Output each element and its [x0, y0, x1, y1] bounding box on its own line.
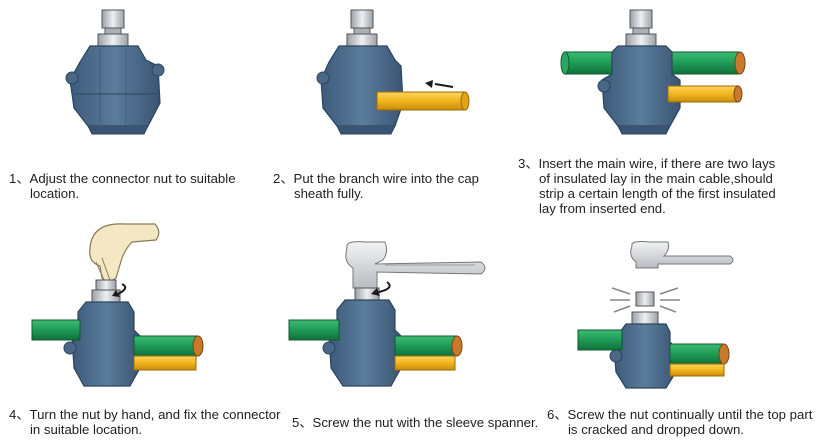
step2-caption: 2、Put the branch wire into the cap sheat… — [273, 171, 479, 201]
arrow-icon — [425, 80, 454, 88]
step-text-line: Put the branch wire into the cap — [293, 171, 479, 186]
step-text-line: is cracked and dropped down. — [568, 422, 744, 437]
arrow-icon — [112, 283, 127, 297]
step-text-line: in suitable location. — [30, 422, 143, 437]
main-wire-icon — [31, 319, 204, 357]
hand-icon — [89, 223, 160, 282]
step-text-line: strip a certain length of the first insu… — [539, 186, 776, 201]
branch-wire-icon — [376, 91, 470, 111]
step-number: 2、 — [273, 171, 294, 186]
step5-illustration — [288, 241, 486, 387]
step3-caption: 3、Insert the main wire, if there are two… — [518, 156, 776, 216]
step3-illustration — [560, 9, 746, 135]
branch-wire-icon — [667, 85, 743, 103]
connector-icon — [65, 9, 165, 135]
step-text-line: Screw the nut continually until the top … — [567, 407, 813, 422]
main-wire-icon — [577, 329, 730, 365]
step-text-line: Adjust the connector nut to suitable — [29, 171, 236, 186]
step4-caption: 4、Turn the nut by hand, and fix the conn… — [9, 407, 281, 437]
step-number: 3、 — [518, 156, 539, 171]
branch-wire-icon — [133, 355, 197, 371]
step2-illustration — [316, 9, 470, 135]
step-number: 6、 — [547, 407, 568, 422]
step-text-line: sheath fully. — [294, 186, 364, 201]
step4-illustration — [31, 223, 204, 387]
step1-illustration — [65, 9, 165, 135]
step-text-line: of insulated lay in the main cable,shoul… — [539, 171, 773, 186]
step-number: 4、 — [9, 407, 30, 422]
step5-caption: 5、Screw the nut with the sleeve spanner. — [292, 415, 538, 430]
step-text-line: Screw the nut with the sleeve spanner. — [312, 415, 539, 430]
crack-lines-icon — [610, 287, 680, 313]
spanner-icon — [345, 241, 486, 289]
step1-caption: 1、Adjust the connector nut to suitable l… — [9, 171, 236, 201]
step-text-line: Turn the nut by hand, and fix the connec… — [29, 407, 281, 422]
step-number: 1、 — [9, 171, 30, 186]
main-wire-icon — [288, 319, 463, 357]
branch-wire-icon — [394, 355, 456, 371]
step6-illustration — [577, 241, 734, 389]
spanner-icon — [630, 241, 734, 269]
step-text-line: lay from inserted end. — [539, 201, 666, 216]
arrow-icon — [371, 281, 391, 296]
connector-icon — [322, 287, 402, 387]
step6-caption: 6、Screw the nut continually until the to… — [547, 407, 812, 437]
connector-icon — [597, 9, 681, 135]
branch-wire-icon — [669, 363, 725, 377]
connector-icon — [609, 291, 677, 389]
step-number: 5、 — [292, 415, 313, 430]
step-text-line: Insert the main wire, if there are two l… — [538, 156, 776, 171]
connector-icon — [316, 9, 404, 135]
step-text-line: location. — [30, 186, 80, 201]
